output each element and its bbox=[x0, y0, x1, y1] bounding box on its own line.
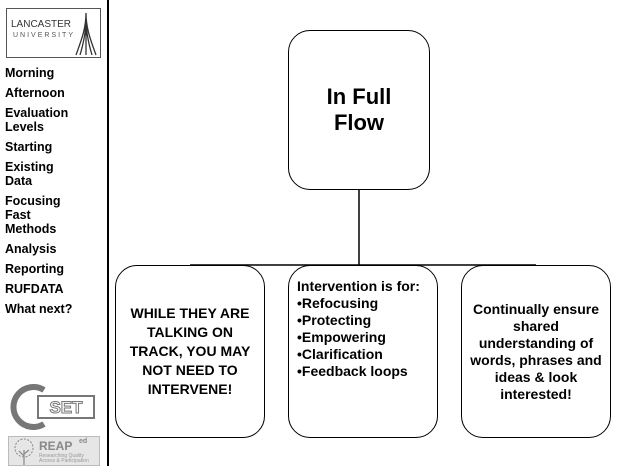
university-crest-icon bbox=[75, 12, 97, 56]
reap-subtitle: Researching Quality Access & Participati… bbox=[39, 453, 89, 464]
reap-superscript: ed bbox=[79, 438, 88, 445]
logo-subtitle: UNIVERSITY bbox=[13, 32, 76, 39]
sidebar: LANCASTER UNIVERSITY Morning Afternoon E… bbox=[0, 0, 109, 466]
cset-logo-text: SET bbox=[49, 398, 83, 417]
sidebar-item-morning[interactable]: Morning bbox=[5, 66, 55, 80]
sidebar-item-afternoon[interactable]: Afternoon bbox=[5, 86, 65, 100]
reap-logo[interactable]: REAP ed Researching Quality Access & Par… bbox=[8, 436, 100, 466]
tree-icon bbox=[14, 438, 34, 465]
cset-logo[interactable]: SET bbox=[8, 384, 100, 430]
sidebar-item-focusing-fast-methods[interactable]: Focusing Fast Methods bbox=[5, 194, 61, 236]
sidebar-item-reporting[interactable]: Reporting bbox=[5, 262, 65, 276]
sidebar-item-rufdata[interactable]: RUFDATA bbox=[5, 282, 64, 296]
sidebar-item-what-next[interactable]: What next? bbox=[5, 302, 73, 316]
bullet-feedback-loops: •Feedback loops bbox=[297, 363, 408, 379]
left-box: WHILE THEY ARE TALKING ON TRACK, YOU MAY… bbox=[115, 265, 265, 438]
bullet-empowering: •Empowering bbox=[297, 329, 386, 345]
top-box: In Full Flow bbox=[288, 30, 430, 190]
bullet-protecting: •Protecting bbox=[297, 312, 372, 328]
sidebar-nav: Morning Afternoon Evaluation Levels Star… bbox=[5, 66, 107, 322]
cset-logo-graphic: SET bbox=[10, 384, 95, 430]
sidebar-item-analysis[interactable]: Analysis bbox=[5, 242, 57, 256]
bullet-refocusing: •Refocusing bbox=[297, 295, 379, 311]
middle-box-heading: Intervention is for: bbox=[297, 278, 420, 294]
middle-box: Intervention is for: •Refocusing •Protec… bbox=[288, 265, 438, 438]
bullet-clarification: •Clarification bbox=[297, 346, 383, 362]
lancaster-university-logo[interactable]: LANCASTER UNIVERSITY bbox=[6, 8, 101, 58]
sidebar-item-existing-data[interactable]: Existing Data bbox=[5, 160, 54, 188]
right-box: Continually ensure shared understanding … bbox=[461, 265, 611, 438]
sidebar-item-evaluation-levels[interactable]: Evaluation Levels bbox=[5, 106, 69, 134]
sidebar-item-starting[interactable]: Starting bbox=[5, 140, 53, 154]
reap-title: REAP bbox=[39, 439, 73, 453]
logo-name: LANCASTER bbox=[11, 19, 72, 30]
